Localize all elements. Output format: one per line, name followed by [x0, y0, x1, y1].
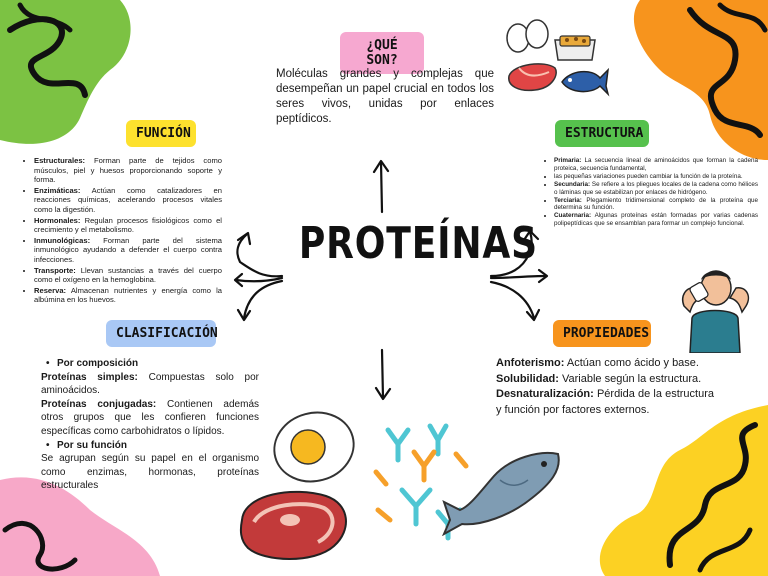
propiedades-body: Anfoterismo: Actúan como ácido y base. S…: [496, 356, 714, 418]
funcion-item: Enzimáticas: Actúan como catalizadores e…: [34, 186, 222, 215]
que-son-heading: ¿QUÉ SON?: [340, 32, 424, 74]
estructura-item: Secundaria: Se refiere a los pliegues lo…: [554, 181, 758, 197]
proteinas-simples: Proteínas simples: Compuestas solo por a…: [41, 371, 259, 397]
fish-icon: [561, 67, 610, 97]
estructura-item: Terciaria: Plegamiento tridimensional co…: [554, 197, 758, 213]
por-su-funcion: Por su función: [41, 439, 259, 453]
por-composicion: Por composición: [41, 357, 259, 371]
funcion-item: Inmunológicas: Forman parte del sistema …: [34, 236, 222, 265]
estructura-item: Cuaternaria: Algunas proteínas están for…: [554, 212, 758, 228]
green-blob-top-left: [0, 0, 131, 144]
pink-blob-bottom-left: [0, 477, 160, 576]
propiedad-item: Solubilidad: Variable según la estructur…: [496, 372, 702, 385]
funcion-desc: Se agrupan según su papel en el organism…: [41, 453, 259, 492]
funcion-item: Reserva: Almacenan nutrientes y energía …: [34, 286, 222, 305]
funcion-item: Hormonales: Regulan procesos fisiológico…: [34, 216, 222, 235]
propiedad-item: Anfoterismo: Actúan como ácido y base.: [496, 357, 699, 369]
funcion-heading: FUNCIÓN: [126, 120, 196, 147]
orange-blob-top-right: [633, 0, 768, 160]
funcion-item: Estructurales: Forman parte de tejidos c…: [34, 156, 222, 185]
propiedades-heading: PROPIEDADES: [553, 320, 651, 347]
estructura-heading: ESTRUCTURA: [555, 120, 649, 147]
clasificacion-body: Por composición Proteínas simples: Compu…: [41, 357, 259, 493]
propiedad-item: Desnaturalización: Pérdida de la estruct…: [496, 388, 714, 416]
que-son-text: Moléculas grandes y complejas que desemp…: [276, 68, 494, 125]
estructura-item: las pequeñas variaciones pueden cambiar …: [554, 173, 758, 181]
yellow-blob-bottom-right: [599, 405, 768, 576]
funcion-item: Transporte: Llevan sustancias a través d…: [34, 266, 222, 285]
estructura-item: Primaria: La secuencia lineal de aminoác…: [554, 157, 758, 173]
egg-half-icon: [273, 411, 355, 483]
eggs-icon: [506, 19, 549, 53]
steak-icon: [239, 490, 347, 560]
tofu-icon: [554, 35, 596, 61]
salmon-icon: [508, 63, 557, 92]
proteinas-conjugadas: Proteínas conjugadas: Contienen además o…: [41, 398, 259, 437]
bodybuilder-icon: [682, 270, 750, 353]
clasificacion-heading: CLASIFICACIÓN: [106, 320, 218, 347]
estructura-list: Primaria: La secuencia lineal de aminoác…: [544, 157, 758, 228]
fish-large-icon: [442, 452, 560, 536]
funcion-list: Estructurales: Forman parte de tejidos c…: [24, 156, 222, 306]
